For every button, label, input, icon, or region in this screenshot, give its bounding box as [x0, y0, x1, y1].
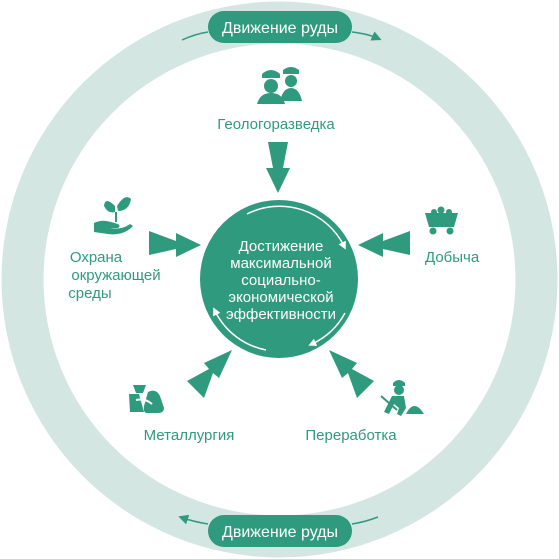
top-flow-badge: Движение руды — [208, 11, 352, 43]
node-environment: Охрана окружающей среды — [68, 197, 201, 302]
center-line-1: Достижение — [239, 238, 324, 255]
processing-arrow — [329, 350, 374, 398]
center-line-3: социально- — [241, 272, 321, 289]
center-line-2: максимальной — [230, 255, 332, 272]
top-flow-label: Движение руды — [222, 20, 338, 37]
worker-shovel-icon — [380, 380, 424, 416]
environment-line-3: среды — [68, 285, 111, 302]
mine-cart-icon — [425, 206, 458, 235]
environment-line-1: Охрана — [70, 249, 123, 266]
geology-label: Геологоразведка — [217, 116, 335, 133]
center-line-5: эффективности — [226, 306, 336, 323]
node-processing: Переработка — [305, 350, 424, 444]
top-flow-arc-left — [181, 31, 209, 41]
center-line-4: экономической — [228, 289, 333, 306]
center-goal: Достижение максимальной социально- эконо… — [200, 200, 358, 358]
node-mining: Добыча — [358, 206, 480, 266]
mining-arrow — [358, 231, 410, 257]
bottom-flow-label: Движение руды — [222, 524, 338, 541]
miners-icon — [257, 67, 302, 104]
node-geology: Геологоразведка — [217, 67, 335, 193]
metallurgy-arrow — [187, 350, 232, 398]
bottom-flow-arc-right — [351, 516, 379, 525]
mining-label: Добыча — [425, 249, 480, 266]
processing-label: Переработка — [305, 427, 397, 444]
geology-arrow — [266, 142, 290, 193]
top-flow-arc-right — [351, 31, 382, 41]
environment-line-2: окружающей — [71, 267, 160, 284]
environment-arrow — [149, 231, 201, 257]
plant-in-hand-icon — [94, 197, 133, 235]
node-metallurgy: Металлургия — [129, 350, 234, 444]
bottom-flow-arc-left — [178, 514, 209, 525]
metallurgy-label: Металлургия — [144, 427, 235, 444]
ladle-icon — [129, 385, 164, 413]
bottom-flow-badge: Движение руды — [208, 515, 352, 547]
